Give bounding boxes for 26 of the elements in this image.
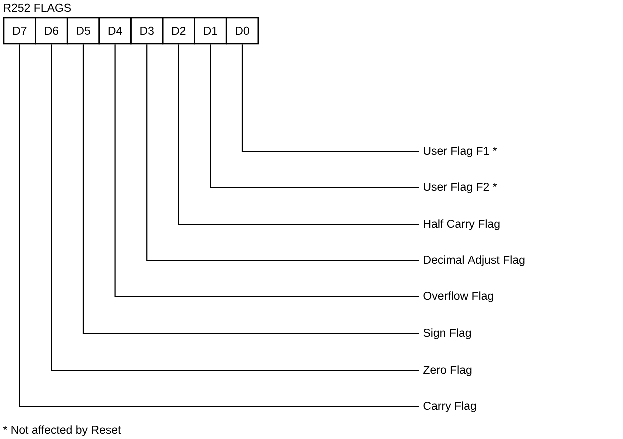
bit-cell: D1 — [194, 17, 228, 45]
leader-line — [114, 44, 419, 298]
bit-cell: D3 — [130, 17, 164, 45]
bit-cell: D2 — [162, 17, 196, 45]
leader-line — [242, 44, 419, 153]
flag-label: Carry Flag — [424, 402, 476, 412]
leader-line — [178, 44, 419, 226]
leader-line — [82, 44, 419, 335]
leader-line — [146, 44, 419, 262]
flag-label: User Flag F1 * — [424, 146, 498, 158]
flag-label: User Flag F2 * — [424, 182, 498, 194]
title: R252 FLAGS — [4, 4, 72, 12]
bit-cell: D5 — [66, 17, 100, 45]
flag-label: Sign Flag — [424, 328, 472, 340]
flag-label: Zero Flag — [424, 366, 472, 376]
footnote: * Not affected by Reset — [3, 426, 122, 436]
bit-cell: D6 — [35, 17, 68, 45]
leader-line — [51, 44, 419, 372]
bit-cell: D0 — [226, 17, 260, 45]
leader-line — [19, 44, 419, 408]
flag-label: Decimal Adjust Flag — [424, 256, 525, 266]
flag-label: Overflow Flag — [424, 292, 494, 302]
flag-label: Half Carry Flag — [424, 220, 500, 230]
bit-cell: D4 — [98, 17, 132, 45]
bit-cell: D7 — [3, 17, 36, 45]
leader-line — [210, 44, 419, 189]
